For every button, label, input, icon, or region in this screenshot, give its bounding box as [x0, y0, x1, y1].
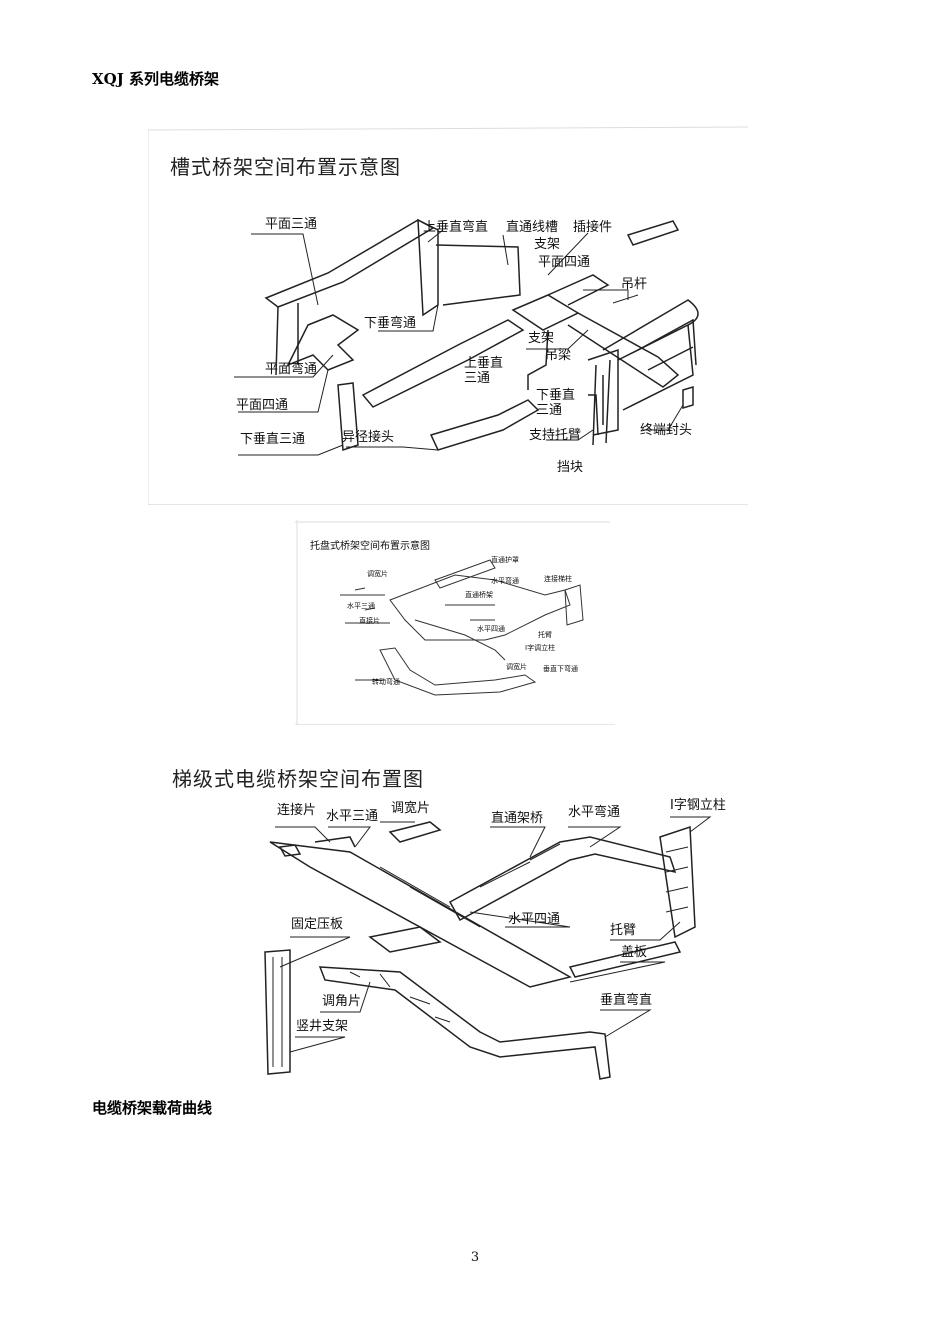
diagram-label: 吊梁 — [545, 348, 572, 363]
diagram-label: 直通架桥 — [491, 811, 544, 826]
diagram-label: 下垂弯通 — [364, 316, 417, 331]
diagram-label: 下垂直三通 — [240, 432, 306, 447]
diagram-label: 直通线槽 — [506, 220, 559, 235]
diagram-label: 终端封头 — [640, 423, 693, 438]
diagram-label: 水平弯通 — [491, 577, 519, 585]
section-heading-series: XQJ 系列电缆桥架 — [92, 70, 220, 88]
diagram-label: 支架 — [534, 237, 561, 252]
diagram-label: I字调立柱 — [525, 644, 556, 652]
diagram-label: 三通 — [536, 403, 563, 418]
figure-title: 梯级式电缆桥架空间布置图 — [172, 767, 424, 791]
diagram-label: 连接梯柱 — [544, 575, 572, 583]
diagram-label: 水平弯通 — [568, 805, 621, 820]
diagram-label: 上垂直弯直 — [423, 220, 489, 235]
diagram-label: 竖井支架 — [296, 1019, 349, 1034]
diagram-label: 插接件 — [573, 220, 613, 235]
diagram-label: 盖板 — [621, 945, 648, 960]
diagram-label: 连接片 — [277, 803, 317, 818]
ladder-tray-diagram-icon — [264, 816, 712, 1080]
diagram-label: 水平四通 — [508, 912, 561, 927]
diagram-label: 平面四通 — [236, 398, 289, 413]
diagram-label: 挡块 — [557, 460, 584, 475]
diagram-label: 下垂直 — [536, 388, 576, 403]
diagram-label: 上垂直 — [464, 356, 504, 371]
diagram-label: 异径接头 — [342, 430, 395, 445]
diagram-label: 水平四通 — [477, 625, 505, 633]
section-heading-load-curve: 电缆桥架载荷曲线 — [92, 1099, 213, 1117]
figure-title: 托盘式桥架空间布置示意图 — [310, 541, 430, 552]
diagram-label: 托臂 — [538, 631, 552, 639]
diagram-label: 水平三通 — [347, 602, 375, 610]
diagram-label: 支架 — [528, 331, 555, 346]
figure-title: 槽式桥架空间布置示意图 — [170, 155, 401, 179]
diagram-label: 转动弯通 — [372, 678, 400, 686]
diagram-label: 固定压板 — [291, 917, 344, 932]
diagram-label: 调宽片 — [367, 570, 388, 578]
diagram-label: 平面四通 — [538, 255, 591, 270]
diagram-label: 吊杆 — [621, 277, 648, 292]
diagram-label: 托臂 — [610, 923, 637, 938]
pallet-tray-diagram-icon — [295, 520, 615, 725]
diagram-label: 水平三通 — [326, 809, 379, 824]
diagram-label: 垂直弯直 — [600, 993, 653, 1008]
diagram-label: 调宽片 — [391, 801, 431, 816]
diagram-label: 平面三通 — [265, 217, 318, 232]
figure-pallet-tray: 托盘式桥架空间布置示意图 调宽片 直通护罩 水平弯通 连接梯柱 直通桥架 水平三… — [295, 520, 615, 725]
page-number: 3 — [470, 1250, 480, 1265]
diagram-label: 支持托臂 — [529, 428, 582, 443]
diagram-label: 直通护罩 — [491, 556, 519, 564]
diagram-label: 调角片 — [322, 994, 362, 1009]
diagram-label: 垂直下弯通 — [543, 665, 578, 673]
diagram-label: 调宽片 — [506, 663, 527, 671]
diagram-label: 直通桥架 — [465, 591, 493, 599]
figure-ladder-tray: 梯级式电缆桥架空间布置图 连接片 水平三通 调宽片 直通架桥 水平弯通 I字钢立… — [150, 742, 808, 1082]
diagram-label: 三通 — [464, 371, 491, 386]
diagram-label: 直接片 — [359, 617, 380, 625]
diagram-label: 平面弯通 — [265, 362, 318, 377]
trough-tray-diagram-icon — [148, 126, 748, 505]
diagram-label: I字钢立柱 — [670, 798, 726, 813]
figure-trough-tray: 槽式桥架空间布置示意图 平面三通 上垂直弯直 直通线槽 插接件 支架 平面四通 … — [148, 125, 748, 505]
